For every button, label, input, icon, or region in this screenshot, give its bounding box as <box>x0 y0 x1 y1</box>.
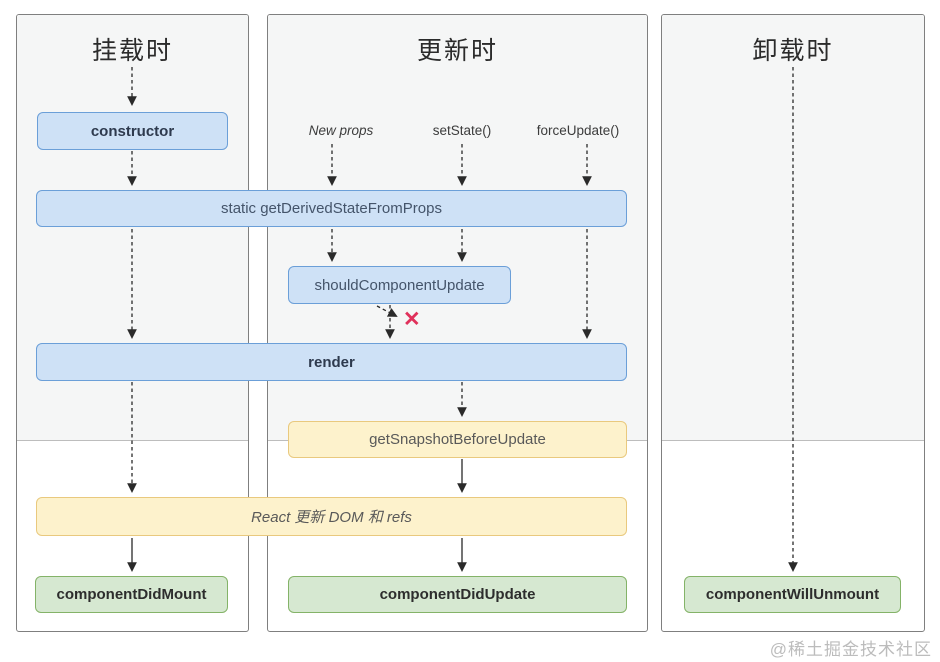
node-render: render <box>36 343 627 381</box>
node-should-component-update: shouldComponentUpdate <box>288 266 511 304</box>
node-component-did-mount: componentDidMount <box>35 576 228 613</box>
panel-updating <box>267 14 648 632</box>
watermark: @稀土掘金技术社区 <box>769 640 932 659</box>
cancel-render-x-icon: ✕ <box>403 308 421 331</box>
trigger-set-state: setState() <box>432 123 492 138</box>
node-get-snapshot-before-update: getSnapshotBeforeUpdate <box>288 421 627 458</box>
panel-unmounting-render-phase-zone <box>662 15 924 441</box>
column-title-mounting: 挂载时 <box>91 37 173 65</box>
column-title-unmounting: 卸载时 <box>752 37 834 65</box>
node-constructor: constructor <box>37 112 228 150</box>
node-get-derived-state-from-props: static getDerivedStateFromProps <box>36 190 627 227</box>
panel-mounting <box>16 14 249 632</box>
node-component-did-update: componentDidUpdate <box>288 576 627 613</box>
column-title-updating: 更新时 <box>416 37 498 65</box>
node-react-updates-dom: React 更新 DOM 和 refs <box>36 497 627 536</box>
trigger-force-update: forceUpdate() <box>536 123 620 138</box>
trigger-new-props: New props <box>308 123 374 138</box>
node-component-will-unmount: componentWillUnmount <box>684 576 901 613</box>
panel-unmounting <box>661 14 925 632</box>
